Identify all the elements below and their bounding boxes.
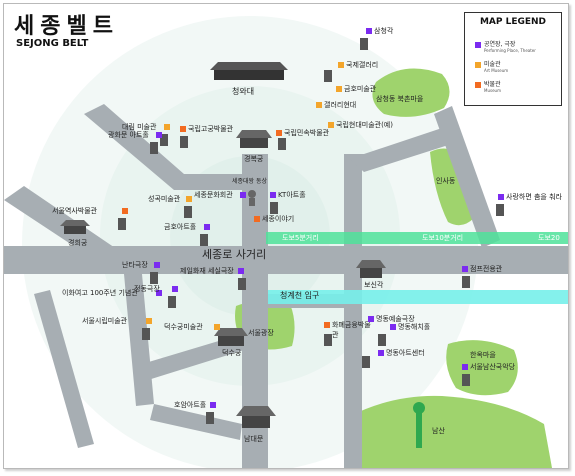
landmark-namsan: 남산 — [432, 427, 445, 435]
art-pin-icon — [316, 102, 322, 108]
building-icon — [238, 278, 246, 290]
museum-pin-icon — [254, 216, 260, 222]
road-label-sejongno: 세종로 사거리 — [202, 248, 267, 261]
building-icon — [378, 334, 386, 346]
building-icon — [200, 234, 208, 246]
boshingak-icon — [356, 260, 386, 278]
theater-pin-icon — [210, 402, 216, 408]
art-pin-icon — [146, 318, 152, 324]
building-icon — [324, 70, 332, 82]
green-insadong — [430, 148, 474, 226]
swatch-art — [475, 61, 481, 68]
building-icon — [278, 138, 286, 150]
landmark-insadong: 인사동 — [436, 177, 456, 185]
building-icon — [160, 134, 168, 146]
theater-pin-icon — [270, 192, 276, 198]
art-pin-icon — [164, 124, 170, 130]
theater-pin-icon — [498, 194, 504, 200]
building-icon — [150, 142, 158, 154]
building-icon — [142, 328, 150, 340]
road-label-cheonggye: 청계천 입구 — [280, 291, 320, 300]
art-pin-icon — [214, 324, 220, 330]
theater-pin-icon — [366, 28, 372, 34]
museum-pin-icon — [324, 322, 330, 328]
landmark-deoksugung: 덕수궁 — [222, 349, 242, 357]
walk-label-10: 도보10분거리 — [422, 234, 464, 242]
cheongwadae-icon — [210, 62, 288, 80]
landmark-gyeonghuigung: 경희궁 — [68, 239, 88, 247]
theater-pin-icon — [156, 132, 162, 138]
building-icon — [150, 272, 158, 284]
landmark-seoul-plaza: 서울광장 — [248, 329, 274, 337]
theater-pin-icon — [238, 268, 244, 274]
theater-pin-icon — [390, 324, 396, 330]
building-icon — [184, 206, 192, 218]
green-namsan — [344, 395, 552, 468]
legend-item-theater: 공연장, 극장 Performing Place, Theater — [475, 39, 536, 53]
gyeonghuigung-icon — [60, 220, 90, 234]
cheonggye-stream — [268, 290, 568, 304]
building-icon — [362, 356, 370, 368]
landmark-boshingak: 보신각 — [364, 281, 384, 289]
theater-pin-icon — [154, 262, 160, 268]
map-canvas — [4, 16, 568, 468]
legend-item-museum: 박물관 Museum — [475, 79, 501, 93]
deoksugung-icon — [214, 328, 248, 346]
building-icon — [270, 202, 278, 214]
gyeongbokgung-icon — [236, 130, 272, 148]
theater-pin-icon — [462, 364, 468, 370]
theater-pin-icon — [172, 286, 178, 292]
theater-pin-icon — [240, 192, 246, 198]
map-title: 세종벨트 — [14, 14, 119, 39]
namdaemun-icon — [236, 406, 276, 428]
map-frame: 세종벨트 SEJONG BELT MAP LEGEND 공연장, 극장 Perf… — [3, 3, 569, 469]
museum-pin-icon — [122, 208, 128, 214]
swatch-theater — [475, 41, 481, 48]
museum-pin-icon — [276, 130, 282, 136]
legend-item-art: 미술관 Art Museum — [475, 59, 508, 73]
building-icon — [324, 334, 332, 346]
theater-pin-icon — [462, 266, 468, 272]
walk-stripe — [266, 232, 568, 244]
museum-pin-icon — [180, 126, 186, 132]
building-icon — [168, 296, 176, 308]
building-icon — [118, 218, 126, 230]
theater-pin-icon — [378, 350, 384, 356]
art-pin-icon — [338, 62, 344, 68]
theater-pin-icon — [204, 224, 210, 230]
swatch-museum — [475, 81, 481, 88]
landmark-gyeongbokgung: 경복궁 — [244, 155, 264, 163]
building-icon — [180, 136, 188, 148]
building-icon — [462, 276, 470, 288]
legend-title: MAP LEGEND — [479, 17, 547, 27]
walk-label-5: 도보5분거리 — [282, 234, 319, 242]
statue-icon — [248, 190, 256, 206]
art-pin-icon — [328, 122, 334, 128]
landmark-namdaemun: 남대문 — [244, 435, 264, 443]
walk-label-20: 도보20 — [538, 234, 560, 242]
building-icon — [206, 412, 214, 424]
map-subtitle: SEJONG BELT — [16, 38, 89, 49]
art-pin-icon — [186, 196, 192, 202]
landmark-hanok: 한옥마을 — [470, 351, 496, 359]
green-samcheong — [372, 68, 450, 117]
landmark-samcheong: 삼청동 북촌마을 — [376, 95, 424, 103]
theater-pin-icon — [156, 290, 162, 296]
theater-pin-icon — [368, 316, 374, 322]
namsan-tower-icon — [413, 402, 425, 448]
art-pin-icon — [336, 86, 342, 92]
landmark-cheongwadae: 청와대 — [232, 87, 255, 96]
building-icon — [360, 38, 368, 50]
building-icon — [462, 374, 470, 386]
landmark-statue: 세종대왕 동상 — [232, 178, 268, 185]
map-legend: MAP LEGEND 공연장, 극장 Performing Place, The… — [464, 12, 562, 106]
building-icon — [496, 204, 504, 216]
